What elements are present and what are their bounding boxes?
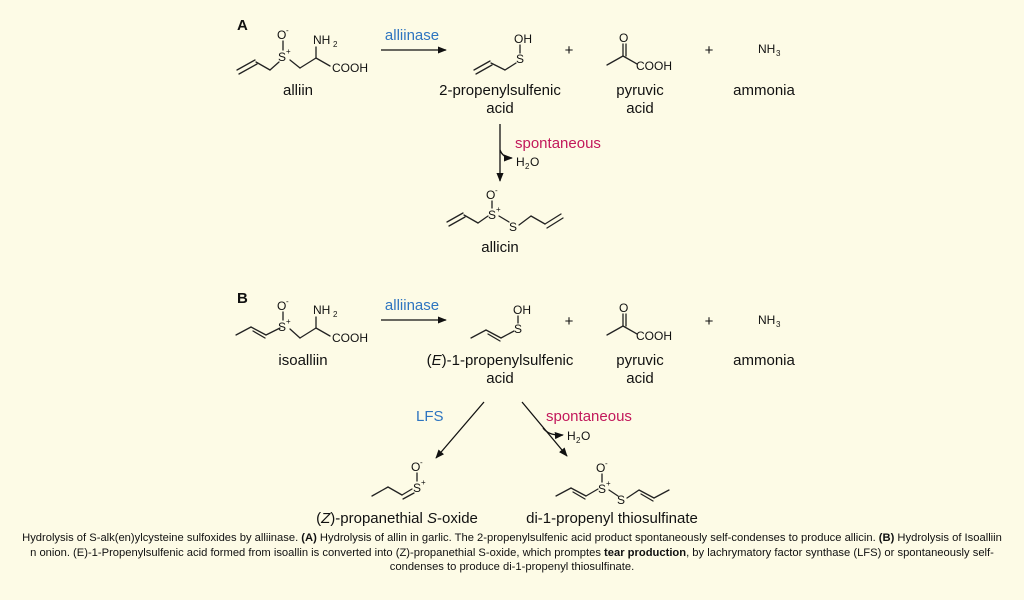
svg-text:+: + [286,317,291,326]
svg-text:+: + [286,47,291,56]
panel-a-label: A [237,17,248,34]
ammonia-label-a: ammonia [733,82,795,99]
propanethial-s-oxide-structure: S + O - [371,458,426,500]
pyruvic-label-b-line2: acid [626,370,654,387]
svg-text:2: 2 [576,436,581,445]
figure-caption: Hydrolysis of S-alk(en)ylcysteine sulfox… [22,532,1002,574]
lfs-label: LFS [416,408,444,425]
e-propenylsulfenic-label-line2: acid [486,370,514,387]
plus-b2: + [705,313,714,330]
water-release-arrow-b [542,427,564,440]
spontaneous-label-b: spontaneous [546,408,632,425]
ammonia-formula-b: NH 3 [758,313,781,329]
svg-text:O: O [619,31,628,45]
propenylsulfenic-label-line1: 2-propenylsulfenic [439,82,561,99]
alliin-label: alliin [283,82,313,99]
thiosulfinate-structure: S + O - S [555,459,670,507]
svg-text:O: O [411,460,420,474]
alliin-structure: S + O - NH 2 COOH [236,26,368,75]
svg-text:-: - [495,186,498,195]
svg-text:OH: OH [514,32,532,46]
svg-text:OH: OH [513,303,531,317]
e-propenylsulfenic-label-line1: (E)-1-propenylsulfenic [427,352,574,369]
alliinase-label-a: alliinase [385,27,439,44]
lfs-arrow [435,401,485,459]
alliin-carboxyl: COOH [332,61,368,75]
spontaneous-label-a: spontaneous [515,135,601,152]
pyruvic-label-a-line2: acid [626,100,654,117]
svg-text:H: H [567,429,576,443]
svg-text:O: O [486,188,495,202]
svg-text:S: S [488,208,496,222]
svg-text:-: - [286,297,289,306]
svg-text:O: O [596,461,605,475]
svg-text:O: O [530,155,539,169]
allicin-structure: S + O - S [446,186,564,234]
svg-text:S: S [413,481,421,495]
svg-text:-: - [605,459,608,468]
isoalliin-label: isoalliin [278,352,327,369]
svg-text:NH: NH [758,42,775,56]
water-release-arrow-a [499,149,513,162]
propenylsulfenic-acid-structure: S OH [473,32,532,75]
svg-text:COOH: COOH [636,59,672,73]
pyruvic-acid-structure-b: O COOH [606,301,672,343]
svg-text:+: + [496,205,501,214]
svg-text:S: S [509,220,517,234]
svg-text:O: O [581,429,590,443]
svg-text:2: 2 [525,162,530,171]
svg-text:-: - [286,26,289,35]
ammonia-formula-a: NH 3 [758,42,781,58]
svg-text:H: H [516,155,525,169]
alliin-oxygen: O [277,28,286,42]
svg-text:3: 3 [776,320,781,329]
svg-text:O: O [619,301,628,315]
svg-text:NH: NH [758,313,775,327]
svg-text:2: 2 [333,310,338,319]
propenylsulfenic-label-line2: acid [486,100,514,117]
svg-text:S: S [516,52,524,66]
svg-text:3: 3 [776,49,781,58]
alliin-sulfur: S [278,50,286,64]
pyruvic-label-a-line1: pyruvic [616,82,664,99]
svg-text:NH: NH [313,303,330,317]
panel-b-label: B [237,290,248,307]
plus-b1: + [565,313,574,330]
svg-text:S: S [598,482,606,496]
thiosulfinate-label: di-1-propenyl thiosulfinate [526,510,698,527]
plus-a2: + [705,42,714,59]
propanethial-s-oxide-label: (Z)-propanethial S-oxide [316,510,478,527]
svg-text:S: S [617,493,625,507]
water-formula-a: H 2 O [516,155,539,171]
svg-text:+: + [606,479,611,488]
ammonia-label-b: ammonia [733,352,795,369]
isoalliin-structure: S + O - NH 2 COOH [235,297,368,345]
svg-text:O: O [277,299,286,313]
water-formula-b: H 2 O [567,429,590,445]
svg-text:2: 2 [333,40,338,49]
alliin-amine: NH [313,33,330,47]
alliinase-label-b: alliinase [385,297,439,314]
pyruvic-label-b-line1: pyruvic [616,352,664,369]
allicin-label: allicin [481,239,519,256]
reaction-scheme: A S + O - NH 2 COOH alliin alliinase S O… [235,17,795,527]
e-propenylsulfenic-acid-structure: S OH [470,303,531,342]
svg-text:COOH: COOH [636,329,672,343]
svg-text:-: - [420,458,423,467]
pyruvic-acid-structure-a: O COOH [606,31,672,73]
svg-text:S: S [278,320,286,334]
plus-a1: + [565,42,574,59]
svg-text:S: S [514,322,522,336]
svg-text:+: + [421,478,426,487]
svg-text:COOH: COOH [332,331,368,345]
